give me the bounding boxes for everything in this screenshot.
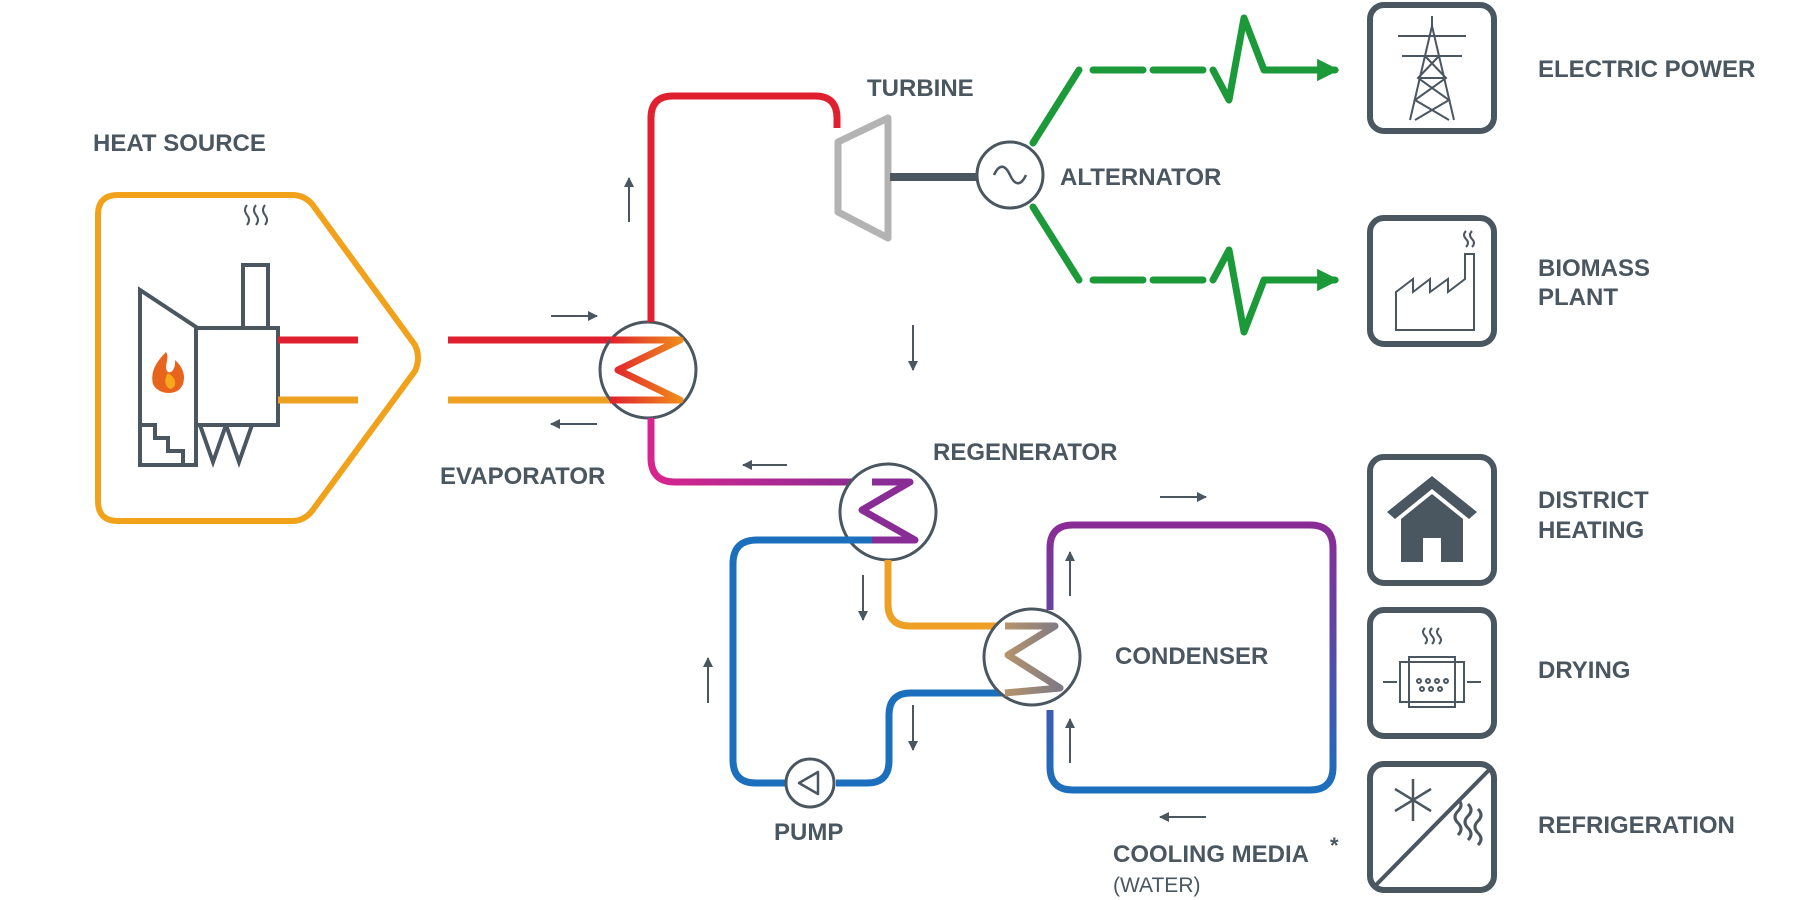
smoke-icon	[244, 204, 268, 226]
output-drying: DRYING	[1367, 607, 1630, 739]
liquid-pipe-to-regenerator	[729, 536, 872, 787]
district-heating-label: HEATING	[1538, 517, 1644, 544]
district-heating-label: DISTRICT	[1538, 487, 1649, 514]
vapor-pipe-to-turbine	[647, 92, 841, 322]
evaporator-exchanger	[598, 320, 698, 420]
turbine: TURBINE	[834, 75, 974, 242]
cooling-media-asterisk: *	[1330, 833, 1339, 858]
sine-wave-icon	[992, 165, 1028, 185]
boiler-icon	[138, 263, 280, 469]
regenerator: REGENERATOR	[838, 439, 1117, 562]
preheated-pipe-to-evaporator	[647, 418, 872, 486]
pump-arrow-icon	[797, 770, 820, 796]
alternator: ALTERNATOR	[975, 140, 1221, 210]
dryer-icon	[1383, 627, 1481, 708]
regenerator-coil	[858, 478, 919, 544]
house-icon	[1387, 476, 1477, 562]
snowflake-icon	[1394, 779, 1432, 821]
condenser-label: CONDENSER	[1115, 643, 1268, 670]
factory-icon	[1395, 230, 1475, 331]
diagonal-divider	[1372, 766, 1493, 889]
output-district-heating: DISTRICT HEATING	[1367, 454, 1649, 586]
heat-source-label: HEAT SOURCE	[93, 130, 266, 157]
biomass-plant-label: PLANT	[1538, 284, 1618, 311]
evaporator-label: EVAPORATOR	[440, 463, 605, 490]
evaporator: EVAPORATOR	[440, 311, 698, 490]
drying-label: DRYING	[1538, 657, 1630, 684]
fire-icon	[152, 352, 185, 393]
transmission-tower-icon	[1398, 16, 1466, 121]
output-box	[1367, 607, 1497, 739]
cooling-media-sublabel: (WATER)	[1113, 874, 1200, 897]
pump-to-condenser-pipe	[836, 689, 1030, 787]
turbine-label: TURBINE	[867, 75, 974, 102]
heat-source: HEAT SOURCE	[93, 130, 421, 524]
turbine-icon	[834, 114, 892, 242]
output-biomass-plant: BIOMASS PLANT	[1367, 215, 1650, 347]
refrigeration-label: REFRIGERATION	[1538, 812, 1735, 839]
regenerator-exchanger	[838, 462, 938, 562]
pump: PUMP	[774, 757, 843, 846]
condenser-exchanger	[982, 607, 1082, 707]
biomass-plant-label: BIOMASS	[1538, 255, 1650, 282]
cooling-loop-pipe	[1046, 521, 1337, 794]
pump-icon	[784, 757, 836, 809]
heat-waves-icon	[1453, 797, 1483, 847]
power-line-lower	[1029, 203, 1340, 336]
electric-power-label: ELECTRIC POWER	[1538, 56, 1755, 83]
cooling-media-label: COOLING MEDIA	[1113, 841, 1309, 868]
output-refrigeration: REFRIGERATION	[1367, 761, 1735, 893]
evaporator-coil	[610, 336, 684, 404]
regenerator-label: REGENERATOR	[933, 439, 1117, 466]
condenser-coil	[1004, 622, 1064, 697]
output-box	[1367, 215, 1497, 347]
regenerator-to-condenser-pipe	[884, 560, 1030, 630]
heat-source-frame	[95, 192, 421, 524]
condenser: CONDENSER	[982, 492, 1337, 822]
pump-label: PUMP	[774, 819, 843, 846]
alternator-label: ALTERNATOR	[1060, 164, 1221, 191]
output-electric-power: ELECTRIC POWER	[1367, 2, 1755, 134]
power-line-upper	[1029, 14, 1340, 147]
cooling-media: COOLING MEDIA * (WATER)	[1113, 833, 1339, 897]
